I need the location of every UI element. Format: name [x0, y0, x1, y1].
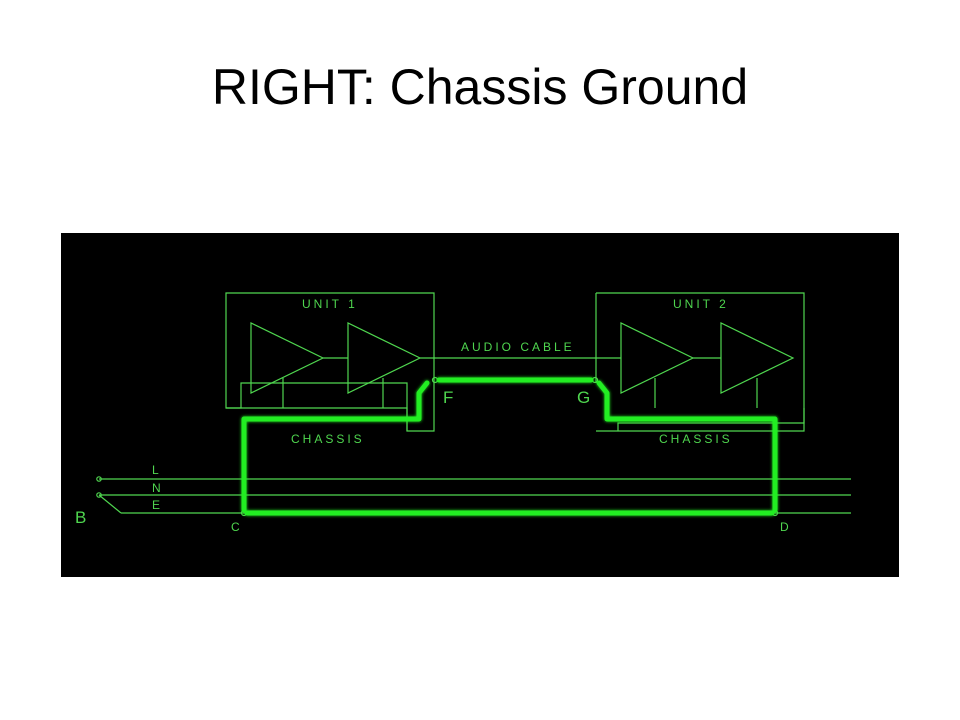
schematic-diagram: UNIT 1 UNIT 2 AUDIO CABLE CHASSIS CHASSI…: [61, 233, 899, 577]
unit2-box: [595, 292, 805, 431]
unit1-label: UNIT 1: [302, 297, 358, 311]
switch-b: [98, 494, 122, 514]
unit2-chassis-box: [596, 408, 805, 432]
ground-path-g-d: [596, 380, 778, 513]
ground-path-c-f: [241, 380, 430, 513]
unit1-chassis-box: [226, 407, 408, 431]
chassis1-label: CHASSIS: [291, 432, 365, 446]
amp-triangle-1a: [250, 322, 325, 394]
node-c-label: C: [231, 520, 243, 534]
node-b-label: B: [75, 508, 86, 527]
schematic-svg: UNIT 1 UNIT 2 AUDIO CABLE CHASSIS CHASSI…: [75, 292, 851, 534]
line-e-label: E: [152, 498, 163, 512]
unit2-label: UNIT 2: [673, 297, 729, 311]
unit1-box: [225, 292, 435, 432]
amp-triangle-2a: [620, 322, 695, 394]
audio-cable-label: AUDIO CABLE: [461, 340, 575, 354]
node-d-label: D: [780, 520, 792, 534]
node-f-label: F: [443, 388, 453, 407]
line-l-label: L: [152, 463, 162, 477]
chassis2-label: CHASSIS: [659, 432, 733, 446]
slide-title: RIGHT: Chassis Ground: [211, 59, 749, 115]
node-g-label: G: [577, 388, 590, 407]
line-n-label: N: [152, 481, 164, 495]
terminal-n: [96, 492, 102, 498]
terminal-l: [96, 476, 102, 482]
